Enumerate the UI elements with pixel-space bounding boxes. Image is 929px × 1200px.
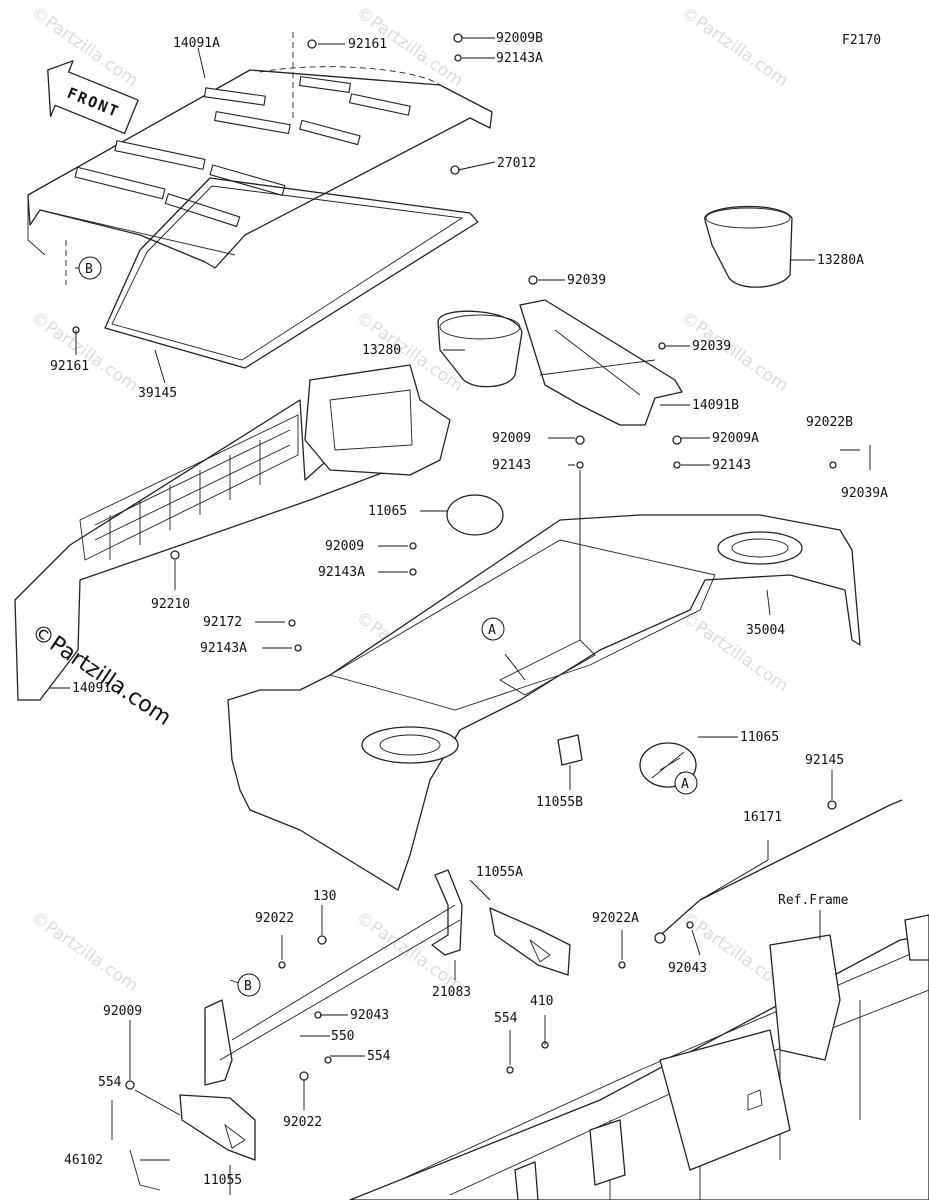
cup-holder-part	[704, 205, 793, 288]
watermark: ©Partzilla.com	[677, 608, 792, 697]
part-label-92009: 92009	[325, 539, 364, 554]
front-direction-arrow: FRONT	[47, 60, 139, 135]
part-label-92210: 92210	[151, 597, 190, 612]
bracket-part	[519, 299, 683, 426]
part-label-92161: 92161	[50, 359, 89, 374]
reference-markers: B A A B	[78, 256, 698, 997]
part-label-92039: 92039	[567, 273, 606, 288]
part-label-11055B: 11055B	[536, 795, 583, 810]
part-label-39145: 39145	[138, 386, 177, 401]
ref-frame-label: Ref.Frame	[778, 893, 849, 908]
watermark: ©Partzilla.com	[677, 3, 792, 92]
part-label-92172: 92172	[203, 615, 242, 630]
part-label-554: 554	[494, 1011, 518, 1026]
frame-assembly	[349, 914, 929, 1200]
reference-marker-b: B	[244, 979, 252, 994]
part-label-11065: 11065	[368, 504, 407, 519]
part-label-92161: 92161	[348, 37, 387, 52]
diagram-code: F2170	[842, 33, 881, 48]
part-label-14091B: 14091B	[692, 398, 739, 413]
bracket-part	[431, 869, 463, 956]
part-label-92043: 92043	[668, 961, 707, 976]
part-label-92009B: 92009B	[496, 31, 543, 46]
part-label-92043: 92043	[350, 1008, 389, 1023]
part-label-92039: 92039	[692, 339, 731, 354]
part-label-92143: 92143	[712, 458, 751, 473]
part-label-92022: 92022	[255, 911, 294, 926]
rod-part	[654, 799, 903, 944]
reference-marker-a: A	[681, 777, 689, 792]
watermark: ©Partzilla.com	[27, 308, 142, 397]
part-label-92143: 92143	[492, 458, 531, 473]
part-label-554: 554	[98, 1075, 122, 1090]
reference-marker-a: A	[488, 623, 496, 638]
part-label-92145: 92145	[805, 753, 844, 768]
part-label-11055A: 11055A	[476, 865, 523, 880]
part-label-11055: 11055	[203, 1173, 242, 1188]
part-label-16171: 16171	[743, 810, 782, 825]
part-label-92022B: 92022B	[806, 415, 853, 430]
part-label-92009: 92009	[103, 1004, 142, 1019]
cover-part	[446, 494, 504, 536]
part-label-13280: 13280	[362, 343, 401, 358]
part-label-554: 554	[367, 1049, 391, 1064]
part-label-92009: 92009	[492, 431, 531, 446]
part-label-13280A: 13280A	[817, 253, 864, 268]
part-label-14091: 14091	[72, 681, 111, 696]
part-label-11065: 11065	[740, 730, 779, 745]
part-label-130: 130	[313, 889, 336, 904]
part-label-46102: 46102	[64, 1153, 103, 1168]
seal-strip-part	[104, 177, 479, 369]
part-label-92022A: 92022A	[592, 911, 639, 926]
upper-cover-part	[27, 66, 493, 269]
leader-lines	[50, 32, 871, 1195]
part-label-92022: 92022	[283, 1115, 322, 1130]
dash-frame-part	[14, 364, 451, 701]
bracket-part	[489, 907, 571, 976]
part-label-92009A: 92009A	[712, 431, 759, 446]
part-label-92143A: 92143A	[318, 565, 365, 580]
part-label-550: 550	[331, 1029, 354, 1044]
reference-marker-b: B	[85, 262, 93, 277]
part-label-14091A: 14091A	[173, 36, 220, 51]
clip-part	[557, 734, 583, 766]
part-label-92143A: 92143A	[496, 51, 543, 66]
part-label-21083: 21083	[432, 985, 471, 1000]
part-label-35004: 35004	[746, 623, 785, 638]
bracket-part	[179, 1094, 256, 1161]
part-label-410: 410	[530, 994, 553, 1009]
watermark: ©Partzilla.com	[27, 908, 142, 997]
part-labels: 14091A 92161 92009B 92143A 27012 13280A …	[50, 31, 888, 1188]
mount-bar-part	[129, 904, 461, 1191]
fastener-markers	[72, 33, 837, 1090]
cup-holder-part	[437, 310, 523, 388]
part-label-27012: 27012	[497, 156, 536, 171]
dash-panel-part	[227, 514, 861, 891]
part-label-92143A: 92143A	[200, 641, 247, 656]
part-label-92039A: 92039A	[841, 486, 888, 501]
